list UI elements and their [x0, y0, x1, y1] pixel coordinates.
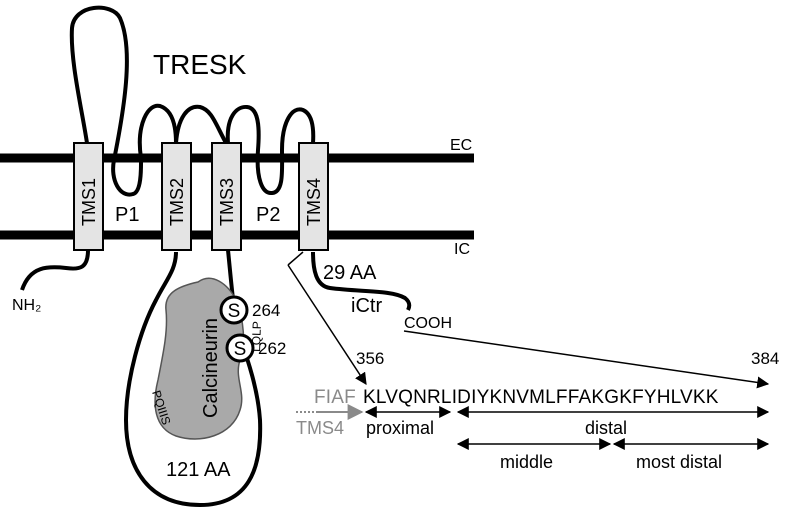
n-terminus-label: NH₂ [12, 297, 41, 314]
p1-label: P1 [115, 204, 139, 226]
zoom-line-start [287, 251, 304, 266]
tms1-tms2-loop [69, 5, 178, 197]
p2-label: P2 [256, 204, 280, 226]
intracellular-loop-length: 121 AA [166, 459, 231, 481]
calcineurin-label: Calcineurin [200, 318, 222, 418]
ec-label: EC [450, 137, 472, 154]
tms2-helix [161, 142, 192, 251]
distal-label: distal [585, 418, 627, 438]
phospho-site-262-position: 262 [258, 339, 286, 358]
tms4-helix [298, 142, 329, 251]
phospho-site-264-symbol: S [228, 301, 241, 322]
ctail-sequence: KLVQNRLIDIYKNVMLFFAKGKFYHLVKK [363, 387, 719, 408]
zoom-arrow-356 [287, 264, 367, 386]
middle-label: middle [500, 452, 553, 472]
tms4-sequence-label: TMS4 [296, 418, 344, 438]
proximal-label: proximal [366, 418, 434, 438]
sequence-start-index: 356 [356, 349, 384, 368]
phospho-site-264 [219, 295, 249, 325]
phospho-site-262-symbol: S [234, 339, 247, 360]
tms4-residues: FIAF [314, 387, 356, 408]
tms3-tms4-loop [225, 105, 316, 195]
tms3-helix [211, 142, 242, 251]
phospho-site-262 [225, 333, 255, 363]
tms2-label: TMS2 [167, 178, 187, 226]
zoom-arrow-384 [403, 330, 770, 389]
c-terminal-tail [311, 251, 412, 311]
c-tail-length: 29 AA [323, 262, 377, 284]
phospho-site-264-position: 264 [252, 301, 280, 320]
sequence-end-index: 384 [751, 349, 779, 368]
tms3-label: TMS3 [217, 178, 237, 226]
c-tail-name: iCtr [351, 295, 382, 317]
tms1-helix [73, 142, 104, 251]
n-terminal-tail [20, 249, 90, 291]
tms2-tms3-loop [174, 104, 228, 144]
title: TRESK [153, 49, 247, 80]
c-terminus-label: COOH [404, 315, 452, 332]
tms1-label: TMS1 [79, 178, 99, 226]
tms4-label: TMS4 [304, 178, 324, 226]
most-distal-label: most distal [636, 452, 722, 472]
ic-label: IC [454, 241, 470, 258]
